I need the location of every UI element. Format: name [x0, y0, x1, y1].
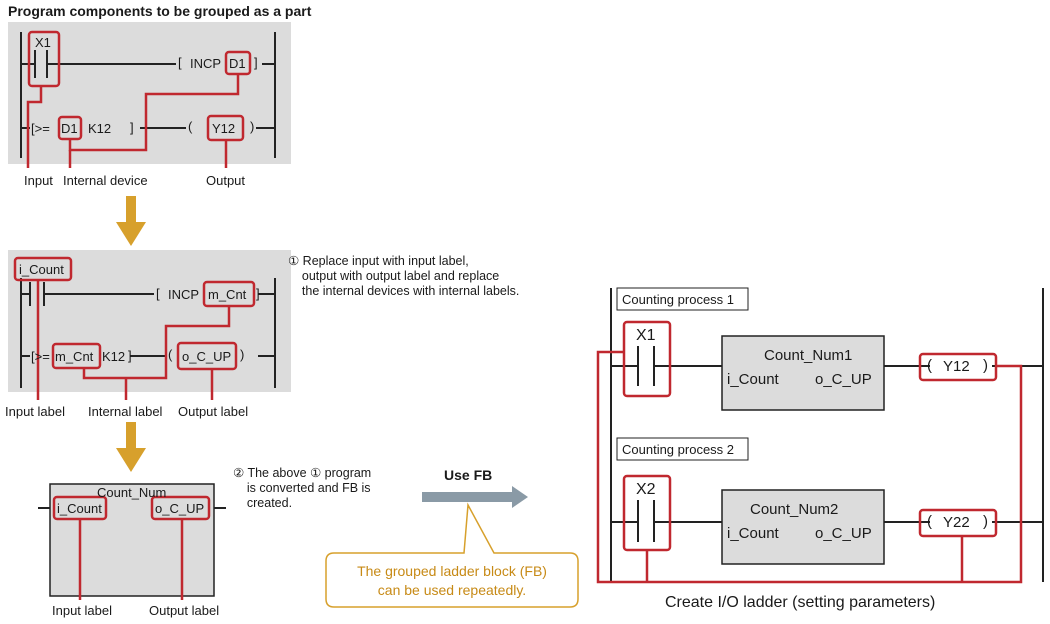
fb2-output: o_C_UP [815, 525, 872, 542]
down-arrow-2 [116, 422, 146, 472]
step2-caption-output: Output label [178, 404, 249, 419]
step2-note: ① Replace input with input label, output… [288, 254, 520, 298]
fb-highlight-lines [52, 495, 211, 600]
coil1-label: Y12 [943, 358, 970, 375]
fb-instance-2 [721, 489, 885, 565]
fb1-input: i_Count [727, 371, 779, 388]
step2-incp-close-bracket: ] [256, 286, 260, 301]
step1-coil-open: ( [188, 119, 193, 134]
step1-compare-operator: [>= [31, 121, 50, 136]
step1-incp-device: D1 [229, 56, 246, 71]
fb1-name: Count_Num1 [764, 347, 853, 364]
counting-process-1-label: Counting process 1 [622, 292, 735, 307]
right-caption: Create I/O ladder (setting parameters) [665, 594, 936, 611]
fb-input-label: i_Count [57, 501, 102, 516]
coil2-open: ( [927, 513, 932, 530]
step1-contact-label: X1 [35, 35, 51, 50]
step1-caption-internal: Internal device [63, 173, 148, 188]
step1-incp-instruction: INCP [190, 56, 222, 71]
step1-incp-close-bracket: ] [254, 55, 258, 70]
coil1-close: ) [983, 357, 988, 374]
coil2-label: Y22 [943, 514, 970, 531]
step1-compare-constant: K12 [88, 121, 112, 136]
down-arrow-1 [116, 196, 146, 246]
counting-process-2-label: Counting process 2 [622, 442, 735, 457]
callout-bubble [325, 502, 579, 608]
step2-incp-device: m_Cnt [208, 287, 247, 302]
step1-caption-input: Input [24, 173, 53, 188]
fb2-input: i_Count [727, 525, 779, 542]
coil2-close: ) [983, 513, 988, 530]
step2-compare-close-bracket: ] [128, 348, 132, 363]
use-fb-arrow [422, 486, 528, 508]
step2-ladder [20, 278, 276, 388]
step2-contact-label: i_Count [19, 262, 64, 277]
step1-compare-device: D1 [61, 121, 78, 136]
step2-highlight-lines [13, 256, 256, 400]
step2-incp-open-bracket: [ [156, 286, 160, 301]
step1-ladder [20, 32, 276, 158]
step2-incp-instruction: INCP [168, 287, 200, 302]
fb-output-label: o_C_UP [155, 501, 205, 516]
counting-process-2-label-box [616, 437, 749, 461]
step3-note: ② The above ① program is converted and F… [233, 466, 372, 510]
step1-coil-label: Y12 [212, 121, 236, 136]
fb1-output: o_C_UP [815, 371, 872, 388]
step2-compare-device: m_Cnt [55, 349, 94, 364]
coil1-open: ( [927, 357, 932, 374]
right-contact-2: X2 [636, 481, 656, 498]
fb-block [49, 483, 215, 597]
step2-coil-open: ( [168, 347, 173, 362]
callout-text: The grouped ladder block (FB) can be use… [357, 563, 547, 598]
step1-caption-output: Output [206, 173, 246, 188]
fb2-name: Count_Num2 [750, 501, 839, 518]
step2-caption-internal: Internal label [88, 404, 163, 419]
step2-coil-close: ) [240, 347, 245, 362]
counting-process-1-label-box [616, 287, 749, 311]
page-title: Program components to be grouped as a pa… [8, 3, 312, 19]
step2-compare-operator: [>= [31, 349, 50, 364]
step2-caption-input: Input label [5, 404, 65, 419]
fb-instance-1 [721, 335, 885, 411]
step3-caption-input: Input label [52, 603, 112, 618]
use-fb-label: Use FB [444, 467, 493, 483]
step2-compare-constant: K12 [102, 349, 126, 364]
step1-compare-close-bracket: ] [130, 120, 134, 135]
step3-caption-output: Output label [149, 603, 220, 618]
fb-name: Count_Num [97, 485, 167, 500]
right-highlight-lines [596, 320, 1023, 584]
right-contact-1: X1 [636, 327, 656, 344]
step1-highlight-lines [26, 30, 252, 168]
step2-coil-label: o_C_UP [182, 349, 232, 364]
step1-incp-open-bracket: [ [178, 55, 182, 70]
step1-coil-close: ) [250, 119, 255, 134]
